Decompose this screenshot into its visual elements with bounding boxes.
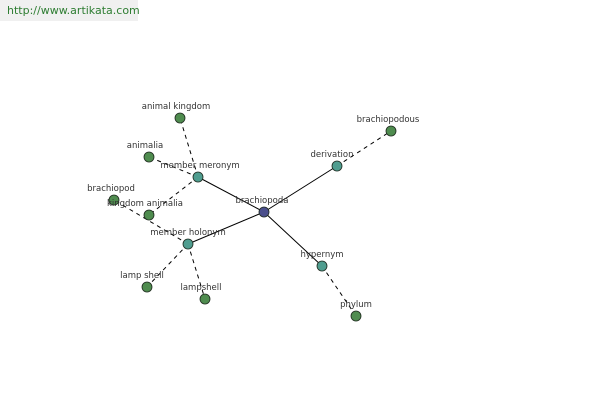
node-marker-phylum[interactable] [350,310,362,322]
node-marker-lampshell[interactable] [199,293,211,305]
node-derivation[interactable]: derivation [310,150,354,172]
edge-member-holonym-to-lamp-shell [146,243,189,288]
node-marker-derivation[interactable] [331,160,343,172]
node-marker-hypernym[interactable] [316,260,328,272]
node-label-brachiopoda: brachiopoda [236,196,289,206]
node-hypernym[interactable]: hypernym [300,250,344,272]
node-label-animal-kingdom: animal kingdom [142,102,210,112]
node-label-lampshell: lampshell [180,283,221,293]
edge-member-meronym-to-kingdom-animalia [148,176,199,216]
node-label-kingdom-animalia: kingdom animalia [107,199,183,209]
node-brachiopod[interactable]: brachiopod [87,184,135,206]
edge-brachiopoda-to-member-holonym [187,211,265,245]
edges-layer [113,117,392,317]
node-label-animalia: animalia [127,141,163,151]
edge-member-meronym-to-animal-kingdom [179,117,199,178]
node-marker-brachiopod[interactable] [108,194,120,206]
node-lamp-shell[interactable]: lamp shell [120,271,164,293]
node-member-holonym[interactable]: member holonym [150,228,226,250]
node-marker-kingdom-animalia[interactable] [143,209,155,221]
node-marker-member-holonym[interactable] [182,238,194,250]
edge-derivation-to-brachiopodous [336,130,392,167]
node-brachiopoda[interactable]: brachiopoda [236,196,289,218]
edge-member-holonym-to-lampshell [187,243,206,300]
node-lampshell[interactable]: lampshell [180,283,222,305]
node-label-member-holonym: member holonym [150,228,225,238]
node-member-meronym[interactable]: member meronym [160,161,240,183]
watermark-bar: http://www.artikata.com [0,0,140,21]
node-marker-lamp-shell[interactable] [141,281,153,293]
edge-brachiopoda-to-hypernym [263,211,323,267]
node-phylum[interactable]: phylum [340,300,372,322]
edge-brachiopoda-to-derivation [263,165,338,213]
node-brachiopodous[interactable]: brachiopodous [357,115,420,137]
edge-brachiopoda-to-member-meronym [197,176,265,213]
node-label-member-meronym: member meronym [160,161,239,171]
node-label-derivation: derivation [310,150,353,160]
node-marker-animalia[interactable] [143,151,155,163]
edge-hypernym-to-phylum [321,265,357,317]
node-marker-member-meronym[interactable] [192,171,204,183]
edge-member-holonym-to-brachiopod [113,199,189,245]
node-animal-kingdom[interactable]: animal kingdom [142,102,210,124]
node-label-brachiopod: brachiopod [87,184,135,194]
watermark-link[interactable]: http://www.artikata.com [7,4,140,17]
node-label-hypernym: hypernym [300,250,343,260]
node-label-brachiopodous: brachiopodous [357,115,420,125]
node-kingdom-animalia[interactable]: kingdom animalia [107,199,183,221]
node-animalia[interactable]: animalia [127,141,163,163]
nodes-layer: brachiopoda member meronym member holonym d… [87,102,420,322]
node-label-phylum: phylum [340,300,372,310]
node-marker-brachiopodous[interactable] [385,125,397,137]
edge-member-meronym-to-animalia [148,156,199,178]
node-marker-animal-kingdom[interactable] [174,112,186,124]
node-label-lamp-shell: lamp shell [120,271,164,281]
node-marker-brachiopoda[interactable] [258,206,270,218]
